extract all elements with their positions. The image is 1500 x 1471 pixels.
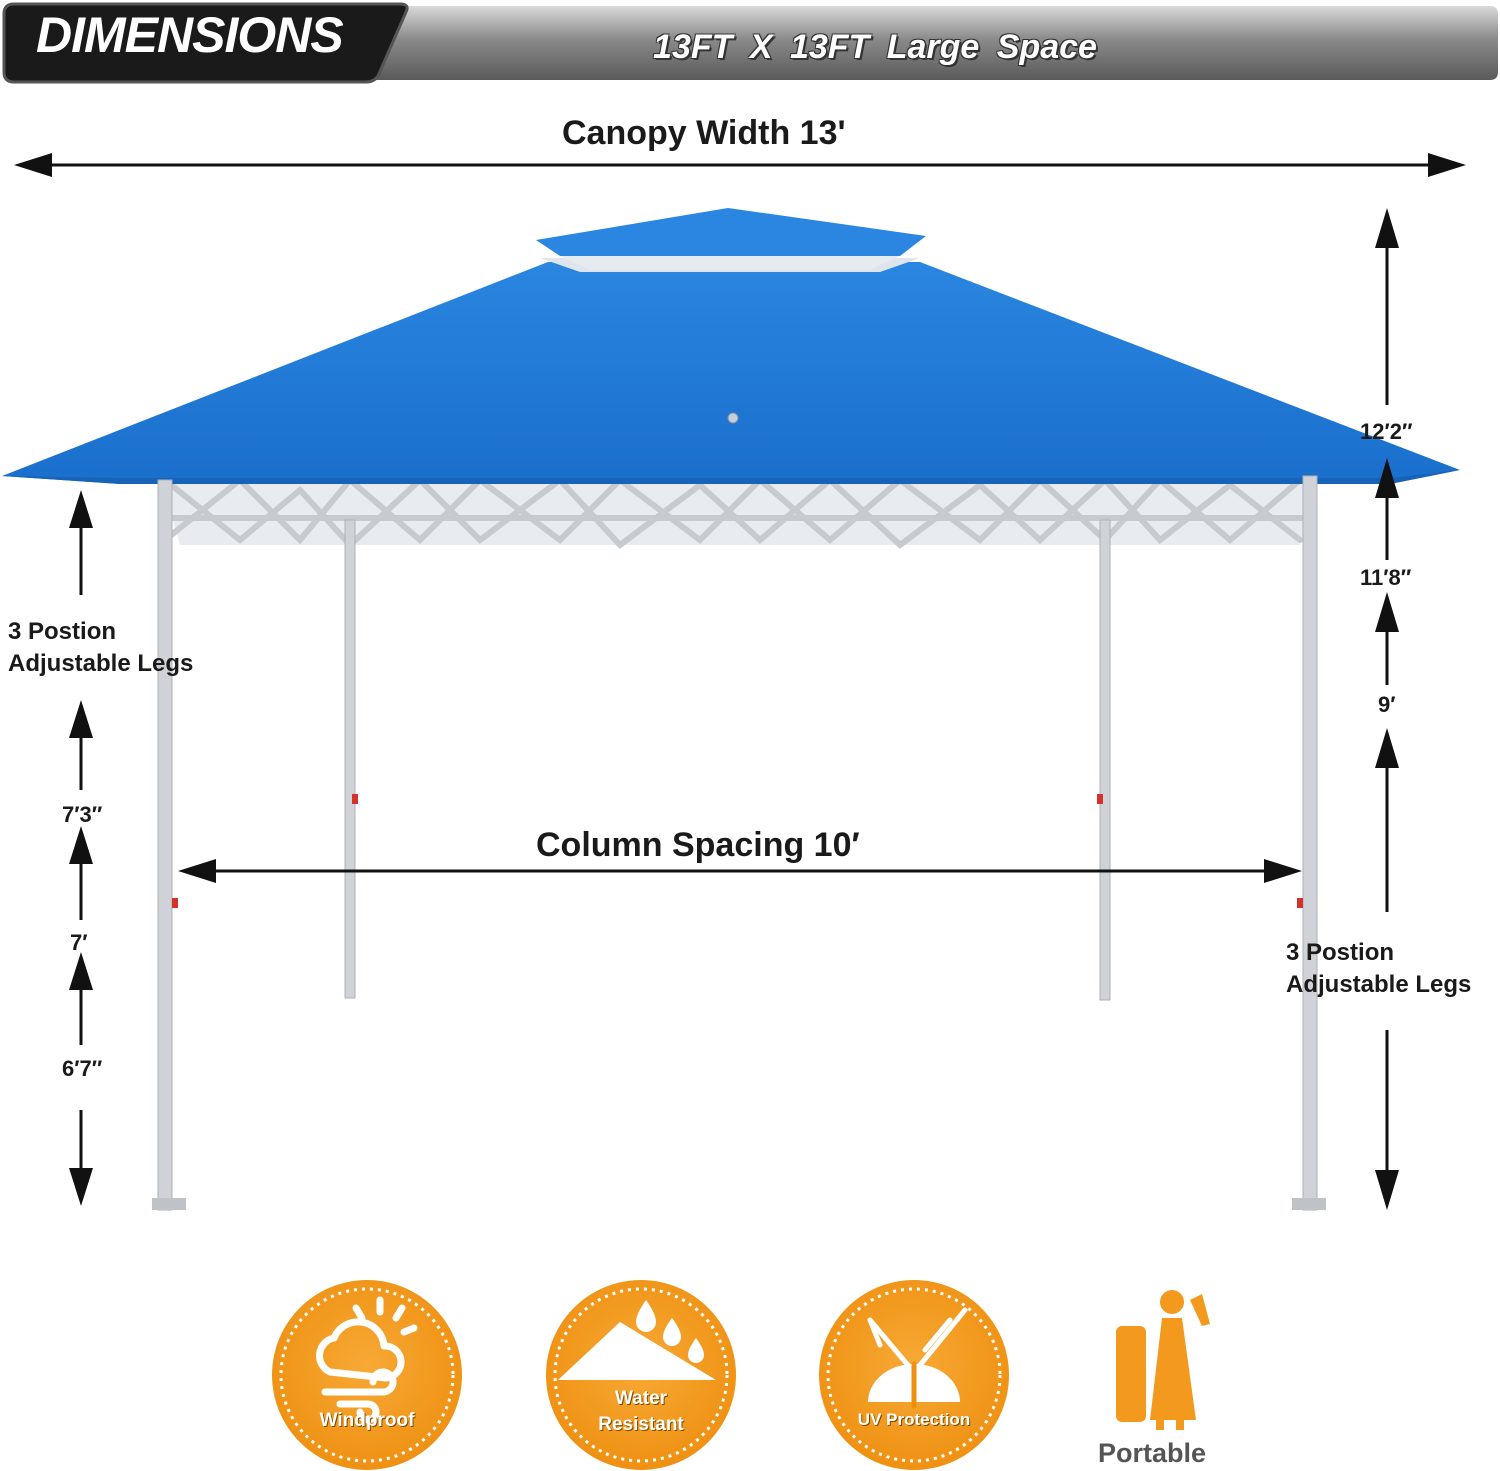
column-spacing-arrow [178,859,1302,883]
canopy-width-arrow [14,153,1466,177]
right-legs-label-line2: Adjustable Legs [1286,971,1472,998]
water-resistant-badge [546,1280,736,1470]
water-drop-icon [558,1300,716,1380]
leg-height-label: 7′3″ [62,802,103,827]
header-banner [2,2,1498,84]
portable-figure [1116,1290,1210,1430]
page-subtitle: 13FT X 13FT Large Space [653,28,1097,66]
right-height-arrows [1375,208,1399,1210]
left-legs-label-line2: Adjustable Legs [8,650,194,677]
uv-protection-badge [819,1280,1009,1470]
water-label-line1: Water [614,1388,668,1409]
total-height-label: 9′ [1378,692,1396,717]
windproof-badge [272,1280,462,1470]
uv-protection-label: UV Protection [857,1410,971,1429]
left-height-arrows [69,490,93,1206]
leg-height-label: 7′ [70,930,88,955]
canopy-tent [2,208,1460,1211]
left-legs-label-line1: 3 Postion [8,618,117,645]
portable-person-icon [1116,1290,1210,1430]
total-height-label: 11′8″ [1360,565,1412,590]
windproof-label: Windproof [319,1410,415,1431]
uv-umbrella-icon [867,1307,968,1409]
water-label-line2: Resistant [598,1414,684,1435]
right-legs-label-line1: 3 Postion [1286,939,1395,966]
canopy-width-label: Canopy Width 13' [562,114,846,152]
portable-label: Portable [1098,1438,1207,1468]
column-spacing-label: Column Spacing 10′ [536,826,860,864]
wind-cloud-icon [316,1296,418,1424]
page-title: DIMENSIONS [36,7,344,63]
total-height-label: 12′2″ [1360,419,1413,444]
leg-height-label: 6′7″ [62,1056,103,1081]
